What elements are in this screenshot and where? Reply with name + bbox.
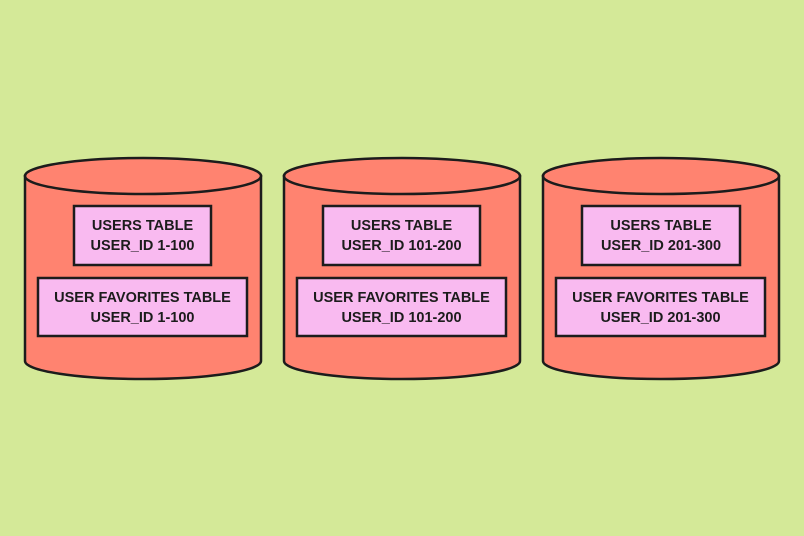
user-favorites-table-title: USER FAVORITES TABLE [313, 290, 490, 306]
users-table-box: USERS TABLE USER_ID 1-100 [72, 204, 213, 267]
user-favorites-table-box: USER FAVORITES TABLE USER_ID 1-100 [36, 276, 249, 338]
database-cylinder-1: USERS TABLE USER_ID 1-100 USER FAVORITES… [23, 156, 263, 381]
cylinder-top [23, 156, 263, 196]
database-cylinder-2: USERS TABLE USER_ID 101-200 USER FAVORIT… [282, 156, 522, 381]
database-cylinder-3: USERS TABLE USER_ID 201-300 USER FAVORIT… [541, 156, 781, 381]
users-table-box: USERS TABLE USER_ID 101-200 [321, 204, 482, 267]
user-favorites-table-range: USER_ID 201-300 [600, 310, 720, 326]
users-table-range: USER_ID 201-300 [601, 238, 721, 254]
users-table-box: USERS TABLE USER_ID 201-300 [580, 204, 742, 267]
users-table-range: USER_ID 101-200 [341, 238, 461, 254]
user-favorites-table-title: USER FAVORITES TABLE [54, 290, 231, 306]
users-table-title: USERS TABLE [92, 218, 194, 234]
users-table-range: USER_ID 1-100 [91, 238, 195, 254]
cylinder-top [282, 156, 522, 196]
user-favorites-table-box: USER FAVORITES TABLE USER_ID 201-300 [554, 276, 767, 338]
cylinder-top [541, 156, 781, 196]
user-favorites-table-range: USER_ID 101-200 [341, 310, 461, 326]
user-favorites-table-range: USER_ID 1-100 [91, 310, 195, 326]
user-favorites-table-box: USER FAVORITES TABLE USER_ID 101-200 [295, 276, 508, 338]
users-table-title: USERS TABLE [610, 218, 712, 234]
users-table-title: USERS TABLE [351, 218, 453, 234]
user-favorites-table-title: USER FAVORITES TABLE [572, 290, 749, 306]
